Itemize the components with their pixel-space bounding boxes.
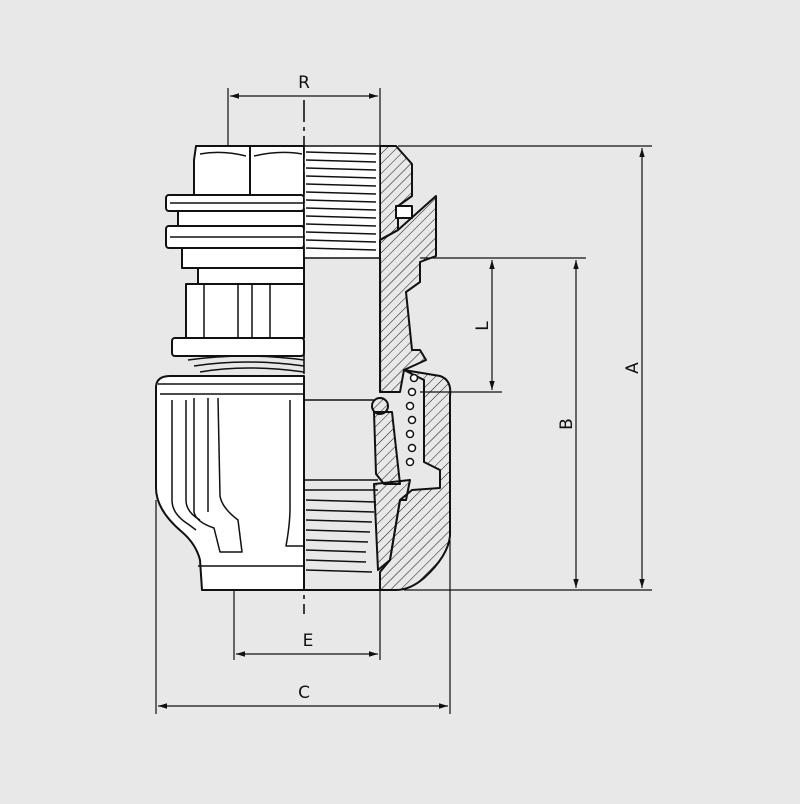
label-b: B [557, 418, 577, 430]
label-r: R [298, 73, 310, 93]
label-e: E [303, 631, 314, 651]
internal-thread-r [304, 146, 380, 258]
label-l: L [473, 321, 493, 331]
label-c: C [298, 683, 310, 703]
label-a: A [623, 362, 643, 374]
